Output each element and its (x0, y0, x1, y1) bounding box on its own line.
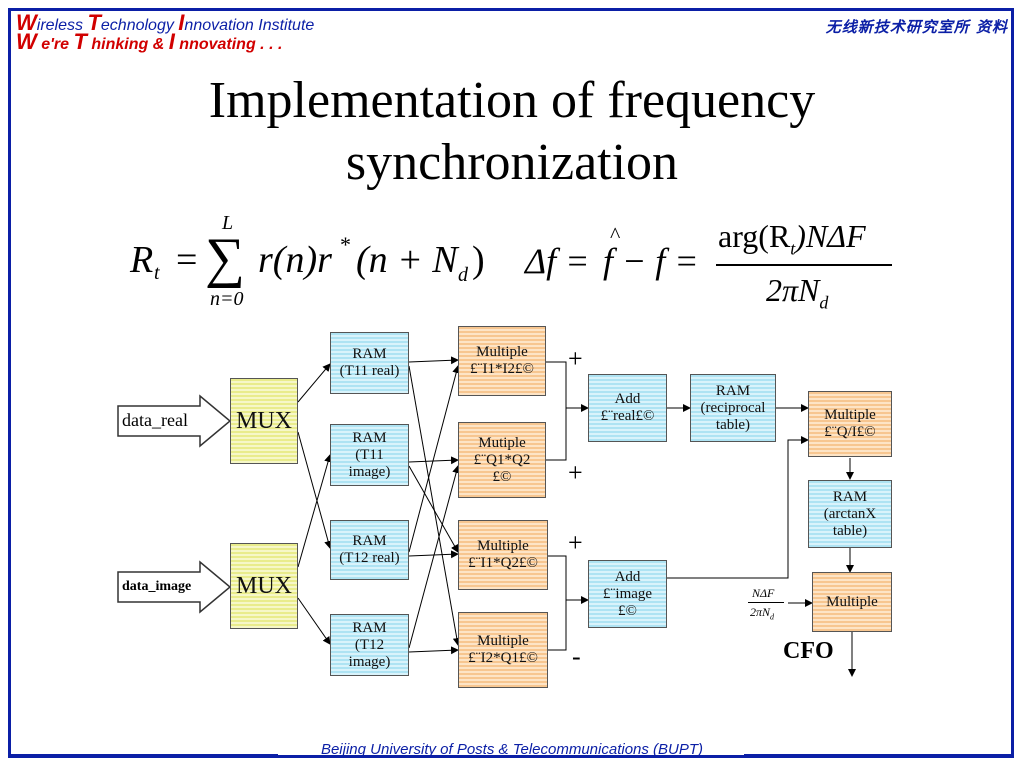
rt-body-2: (n + N (356, 239, 458, 281)
logo-text: hinking & (86, 36, 169, 53)
logo-line-2: W e're T hinking & I nnovating . . . (16, 31, 314, 54)
fraction-bar (716, 264, 892, 266)
fraction-numerator: arg(Rt)NΔF (718, 218, 866, 259)
rt-body: r(n)r (258, 239, 332, 281)
logo-letter-i: I (168, 29, 175, 54)
rt-symbol: R (130, 239, 154, 281)
numerator-subscript: t (790, 238, 796, 259)
ram-reciprocal-table: RAM (reciprocal table) (690, 374, 776, 442)
sign-plus-2: + (568, 458, 583, 487)
delta-f-lhs: Δf = (525, 241, 590, 281)
slide-frame (8, 8, 1014, 758)
delta-f-mid: f − f = (603, 241, 699, 281)
denominator-text: 2πN (766, 272, 820, 308)
logo-letter-t: T (73, 29, 87, 54)
multiplier-i2-q1: Multiple £¨I2*Q1£© (458, 612, 548, 688)
ram-arctan-table: RAM (arctanX table) (808, 480, 892, 548)
conjugate-star: * (340, 232, 351, 257)
input-data-image: data_image (122, 579, 192, 594)
input-data-real: data_real (122, 410, 188, 430)
rt-close-paren: ) (472, 239, 485, 281)
logo-text: ireless (36, 17, 88, 34)
footer-line-right (744, 754, 1014, 758)
lab-label: 无线新技术研究室所 资料 (825, 18, 1008, 36)
rt-subscript: t (154, 262, 160, 284)
scale-numerator: NΔF (752, 586, 775, 600)
equals-sign: = (176, 239, 198, 281)
scale-fraction-bar (748, 602, 784, 603)
ram-t11-image: RAM (T11 image) (330, 424, 409, 486)
numerator-arg: arg(R (718, 218, 791, 254)
logo-letter-i: I (178, 10, 185, 35)
multiplier-q1-q2: Mutiple £¨Q1*Q2 £© (458, 422, 546, 498)
sign-minus: - (572, 642, 581, 671)
hat-symbol: ^ (610, 222, 621, 247)
sign-plus-3: + (568, 528, 583, 557)
footer-text: Beijing University of Posts & Telecommun… (320, 741, 704, 758)
multiplier-i1-i2: Multiple £¨I1*I2£© (458, 326, 546, 396)
scale-denominator: 2πNd (750, 605, 774, 621)
logo-line-1: Wireless Technology Innovation Institute (16, 12, 315, 35)
fraction-denominator: 2πNd (766, 272, 828, 313)
mux-real: MUX (230, 378, 298, 464)
logo-text: echnology (100, 17, 179, 34)
ram-t11-real: RAM (T11 real) (330, 332, 409, 394)
numerator-rest: )NΔF (795, 218, 866, 254)
title-line-2: synchronization (345, 134, 679, 191)
logo-text: e're (36, 36, 74, 53)
nd-subscript: d (458, 264, 468, 286)
adder-real: Add £¨real£© (588, 374, 667, 442)
logo-letter-w: W (16, 29, 37, 54)
scale-denominator-subscript: d (770, 612, 775, 622)
sum-sign: ∑ (205, 227, 245, 289)
logo-text: nnovating . . . (174, 36, 283, 53)
institute-logo: Wireless Technology Innovation Institute… (16, 12, 315, 54)
denominator-subscript: d (819, 292, 829, 313)
logo-letter-t: T (87, 10, 101, 35)
title-line-1: Implementation of frequency (208, 72, 816, 129)
cfo-output-label: CFO (783, 638, 834, 664)
footer-line-left (8, 754, 278, 758)
sign-plus-1: + (568, 344, 583, 373)
slide-title: Implementation of frequency synchronizat… (0, 70, 1024, 194)
multiplier-i1-q2: Multiple £¨I1*Q2£© (458, 520, 548, 590)
ram-t12-image: RAM (T12 image) (330, 614, 409, 676)
multiplier-q-over-i: Multiple £¨Q/I£© (808, 391, 892, 457)
adder-image: Add £¨image £© (588, 560, 667, 628)
sum-lower-limit: n=0 (210, 288, 244, 310)
logo-letter-w: W (16, 10, 37, 35)
scale-denominator-text: 2πN (750, 605, 771, 619)
ram-t12-real: RAM (T12 real) (330, 520, 409, 580)
multiplier-final: Multiple (812, 572, 892, 632)
sum-upper-limit: L (222, 212, 234, 234)
mux-image: MUX (230, 543, 298, 629)
logo-text: nnovation Institute (184, 17, 315, 34)
